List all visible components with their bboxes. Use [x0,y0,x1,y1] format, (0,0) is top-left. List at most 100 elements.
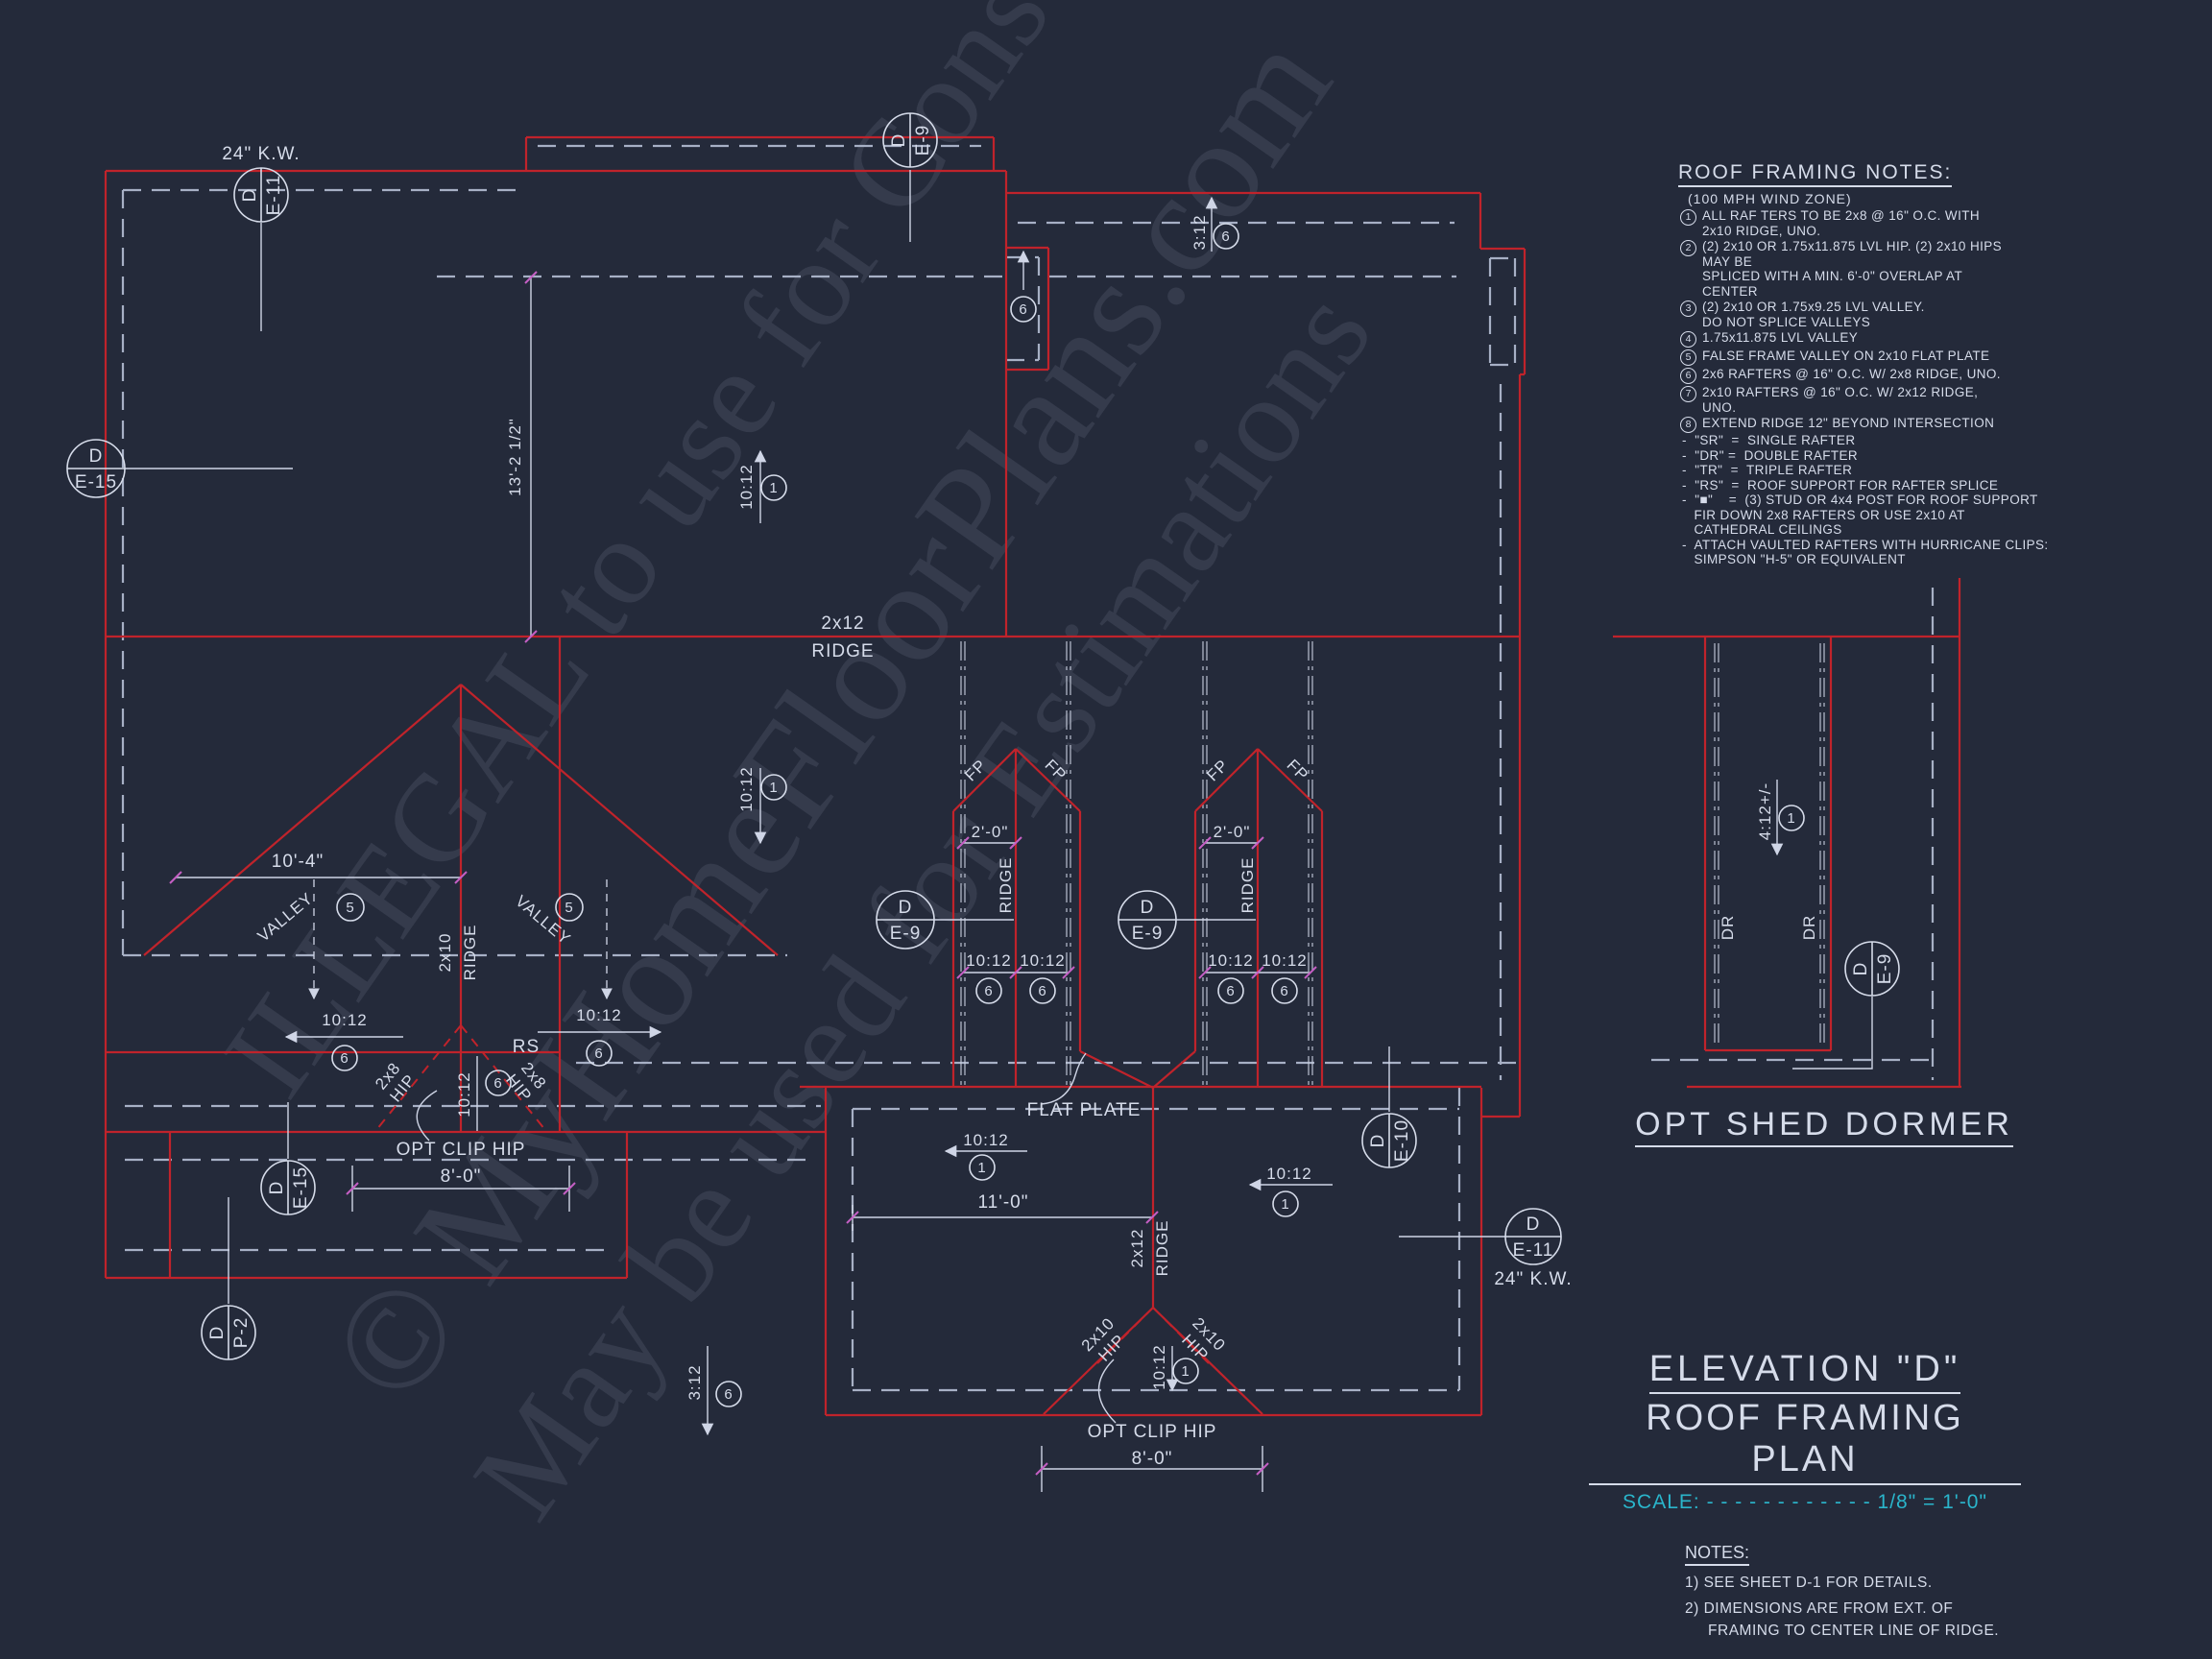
dr-right: DR [1800,915,1818,941]
ref-1-bm-left: 1 [969,1154,996,1181]
ridge-d2: RIDGE [1238,857,1257,914]
rafter-lines [960,641,1825,1085]
legend-line: - "DR" = DOUBLE RAFTER [1682,447,1859,463]
sheet-note-2b: FRAMING TO CENTER LINE OF RIDGE. [1685,1623,2000,1639]
note-line: SPLICED WITH A MIN. 6'-0" OVERLAP AT CEN… [1702,269,1962,299]
legend-line: CATHEDRAL CEILINGS [1682,522,1842,537]
ref-6-bump: 6 [1010,296,1037,323]
callout-letter: D [1527,1214,1541,1235]
opt-clip-hip-bottom: OPT CLIP HIP [1088,1422,1217,1442]
callout-p2: D P-2 [201,1305,256,1360]
note-line: ALL RAF TERS TO BE 2x8 @ 16" O.C. WITH [1702,208,1981,223]
dim-13-2: 13'-2 1/2" [506,418,524,496]
legend-line: - "■" = (3) STUD OR 4x4 POST FOR ROOF SU… [1682,493,2038,507]
note-number: 5 [1680,349,1696,366]
note-line: 2x10 RIDGE, UNO. [1702,223,1821,238]
ref-num: 1 [1181,1363,1190,1380]
callout-sheet: E-9 [1132,924,1164,944]
note-number: 6 [1680,368,1696,384]
slope-main-upper: 10:12 [737,464,756,510]
hip-label-bm-left: 2x10 HIP [1078,1314,1129,1365]
shed-dormer-title: OPT SHED DORMER [1632,1106,2016,1147]
dim-2-0-d1: 2'-0" [972,823,1009,841]
note-ref-circles: 1 1 6 6 5 5 6 6 6 6 6 6 6 6 1 1 1 1 [331,223,1805,1407]
ref-5-right: 5 [555,893,584,922]
slope-bm-right: 10:12 [1266,1165,1312,1183]
dr-left: DR [1719,915,1737,941]
callout-sheet: E-9 [1875,953,1895,985]
red-roof-lines [104,135,1961,1417]
left-ridge-size: 2x10 [436,933,454,973]
ref-num: 6 [594,1046,603,1062]
wind-zone-note: (100 MPH WIND ZONE) [1688,191,1852,206]
callout-letter: D [207,1326,228,1340]
callout-sheet: P-2 [231,1317,252,1349]
legend-line: SIMPSON "H-5" OR EQUIVALENT [1682,552,1906,566]
note-line: FALSE FRAME VALLEY ON 2x10 FLAT PLATE [1702,349,1990,363]
hip-label-bm-right: 2x10 HIP [1178,1314,1229,1365]
ref-6-d1-left: 6 [975,977,1002,1004]
roof-framing-notes: ROOF FRAMING NOTES: (100 MPH WIND ZONE) … [1678,161,2048,567]
callout-e9-dormer1: D E-9 [876,890,935,950]
ref-num: 6 [1038,983,1046,999]
kw-label-bottom: 24" K.W. [1494,1269,1572,1289]
ref-num: 1 [1281,1196,1289,1213]
dim-8-0-bottom: 8'-0" [1132,1449,1173,1469]
ref-6-d2-right: 6 [1271,977,1298,1004]
ref-6-tri-right: 6 [586,1040,613,1067]
note-line: 2x10 RAFTERS @ 16" O.C. W/ 2x12 RIDGE, U… [1702,385,1979,415]
ref-num: 5 [346,900,354,916]
sheet-note-2a: 2) DIMENSIONS ARE FROM EXT. OF [1685,1600,1954,1617]
legend-line: - "SR" = SINGLE RAFTER [1682,433,1856,447]
slope-tri-left: 10:12 [322,1011,368,1029]
ref-6-porch: 6 [715,1381,742,1407]
ref-num: 5 [565,900,573,916]
dim-2-0-d2: 2'-0" [1214,823,1251,841]
ref-num: 6 [1019,301,1027,318]
hip-label-left: 2x8 HIP [372,1059,420,1106]
callout-sheet: E-10 [1392,1119,1412,1162]
sheet-note-1: 1) SEE SHEET D-1 FOR DETAILS. [1685,1575,1933,1591]
callout-e9-shed: D E-9 [1844,941,1900,997]
fp-d2-left: FP [1203,756,1232,784]
slope-bm-cliphip: 10:12 [1150,1344,1168,1390]
slope-tri-right: 10:12 [576,1006,622,1024]
ref-1-main-lower: 1 [760,774,787,801]
note-line: (2) 2x10 OR 1.75x11.875 LVL HIP. (2) 2x1… [1702,239,2003,269]
sheet-notes-heading: NOTES: [1685,1543,1750,1566]
slope-d1-right: 10:12 [1020,951,1066,970]
sheet-title-plan: ROOF FRAMING PLAN [1589,1398,2021,1485]
fp-d2-right: FP [1284,756,1312,784]
kw-label-top: 24" K.W. [222,144,300,164]
note-number: 1 [1680,209,1696,226]
slope-d1-left: 10:12 [966,951,1012,970]
note-line: EXTEND RIDGE 12" BEYOND INTERSECTION [1702,416,1995,430]
ref-num: 1 [1787,810,1795,827]
slope-porch: 3:12 [685,1364,704,1400]
callout-sheet: E-9 [890,924,922,944]
callout-sheet: E-11 [264,175,284,216]
bm-ridge-word: RIDGE [1153,1220,1171,1277]
scale-line: SCALE: - - - - - - - - - - - - 1/8" = 1'… [1589,1491,2021,1514]
plan-labels: 24" K.W. 2x12 RIDGE 10:12 10:12 3:12 13'… [222,144,1818,1469]
legend-line: FIR DOWN 2x8 RAFTERS OR USE 2x10 AT [1682,507,1965,522]
note-line: 2x6 RAFTERS @ 16" O.C. W/ 2x8 RIDGE, UNO… [1702,367,2001,381]
slope-main-lower: 10:12 [737,766,756,812]
callout-letter: D [889,133,909,148]
callout-e15-left: D E-15 [66,439,126,498]
callout-sheet: E-15 [75,472,117,493]
callout-e10: D E-10 [1361,1113,1417,1168]
ref-5-left: 5 [336,893,365,922]
callout-bubbles: D E-11 D E-9 D E-15 D E-9 D E-9 D E-15 [66,112,1900,1360]
ref-num: 6 [1280,983,1288,999]
ridge-d1: RIDGE [997,857,1015,914]
note-line: 1.75x11.875 LVL VALLEY [1702,330,1859,345]
note-item: 6 2x6 RAFTERS @ 16" O.C. W/ 2x8 RIDGE, UN… [1678,367,2005,384]
main-ridge-word: RIDGE [811,641,874,661]
sheet-title-elevation: ELEVATION "D" [1648,1349,1961,1394]
slope-d2-right: 10:12 [1262,951,1308,970]
